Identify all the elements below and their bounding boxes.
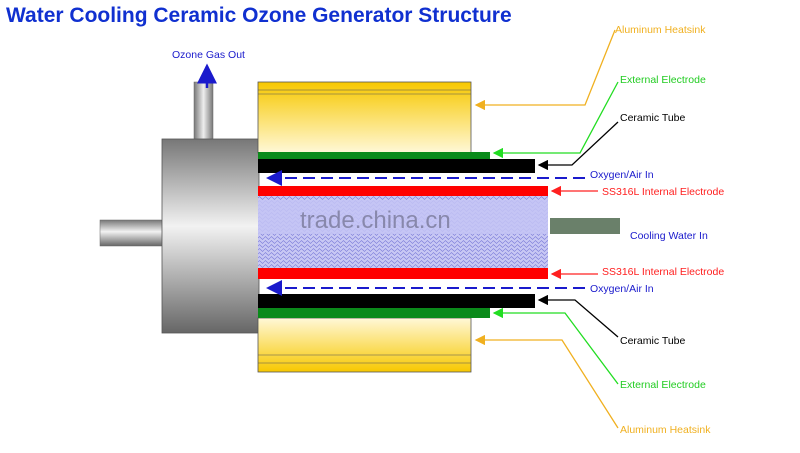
- heatsink-top: [257, 81, 472, 154]
- label-electrode-top: External Electrode: [620, 74, 706, 86]
- label-internal-top: SS316L Internal Electrode: [602, 186, 724, 198]
- label-oxygen-top: Oxygen/Air In: [590, 169, 654, 181]
- external-electrode-top: [258, 152, 490, 159]
- label-ozone-gas-out: Ozone Gas Out: [172, 49, 245, 61]
- inlet-pipe-left: [99, 219, 165, 247]
- gas-outlet-pipe: [193, 81, 214, 141]
- heatsink-bottom: [257, 317, 472, 373]
- external-electrode-bottom: [258, 308, 490, 318]
- label-ceramic-top: Ceramic Tube: [620, 112, 686, 124]
- label-oxygen-bottom: Oxygen/Air In: [590, 283, 654, 295]
- label-ceramic-bottom: Ceramic Tube: [620, 335, 686, 347]
- label-electrode-bottom: External Electrode: [620, 379, 706, 391]
- cooling-water-pipe: [550, 218, 620, 234]
- watermark: trade.china.cn: [300, 207, 451, 234]
- end-cap-housing: [161, 138, 260, 334]
- label-cooling-water: Cooling Water In: [630, 230, 708, 242]
- label-heatsink-top: Aluminum Heatsink: [615, 24, 706, 36]
- internal-electrode-top: [258, 186, 548, 196]
- diagram-title: Water Cooling Ceramic Ozone Generator St…: [6, 4, 512, 27]
- ceramic-tube-bottom: [258, 294, 535, 308]
- label-internal-bottom: SS316L Internal Electrode: [602, 266, 724, 278]
- label-heatsink-bottom: Aluminum Heatsink: [620, 424, 711, 436]
- ceramic-tube-top: [258, 159, 535, 173]
- internal-electrode-bottom: [258, 268, 548, 279]
